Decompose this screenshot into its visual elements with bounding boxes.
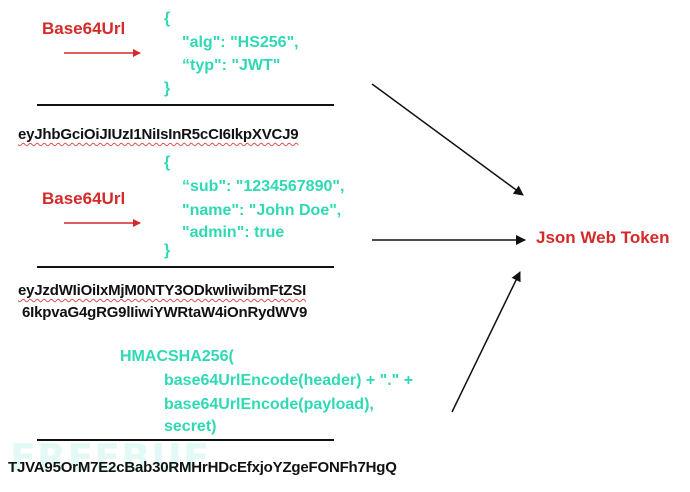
- header-divider: [37, 104, 334, 106]
- header-json-line: "alg": "HS256",: [182, 34, 299, 51]
- payload-encoder-label: Base64Url: [42, 189, 126, 208]
- payload-json-line: “sub": "1234567890",: [182, 178, 345, 195]
- payload-divider: [37, 266, 334, 268]
- signature-to-jwt-arrow: [451, 271, 521, 413]
- header-encoder-label: Base64Url: [42, 19, 126, 38]
- signature-divider: [37, 439, 334, 441]
- watermark-logo: FREEBUF: [10, 436, 210, 480]
- payload-json-line: "name": "John Doe",: [182, 202, 342, 219]
- jwt-result-label: Json Web Token: [536, 228, 670, 247]
- signature-formula-line: base64UrlEncode(payload),: [164, 396, 374, 413]
- payload-json-line: "admin": true: [182, 224, 285, 241]
- payload-json-line: {: [164, 154, 171, 171]
- signature-formula-line: secret): [164, 418, 217, 435]
- header-to-jwt-arrow: [371, 83, 524, 196]
- payload-encoded-token-line2: 6IkpvaG4gRG9lIiwiYWRtaW4iOnRydWV9: [22, 304, 308, 321]
- header-encoded-token: eyJhbGciOiJIUzI1NiIsInR5cCI6IkpXVCJ9: [18, 126, 299, 143]
- signature-formula-line: base64UrlEncode(header) + "." +: [164, 372, 414, 389]
- header-json-line: “typ": "JWT": [182, 57, 281, 74]
- payload-json-line: }: [164, 242, 171, 259]
- signature-encoded-token: TJVA95OrM7E2cBab30RMHrHDcEfxjoYZgeFONFh7…: [8, 459, 397, 476]
- header-json-line: {: [164, 10, 171, 27]
- payload-encoded-token-line1: eyJzdWIiOiIxMjM0NTY3ODkwIiwibmFtZSI: [18, 282, 307, 299]
- signature-formula-line: HMACSHA256(: [120, 348, 234, 365]
- header-json-line: }: [164, 80, 171, 97]
